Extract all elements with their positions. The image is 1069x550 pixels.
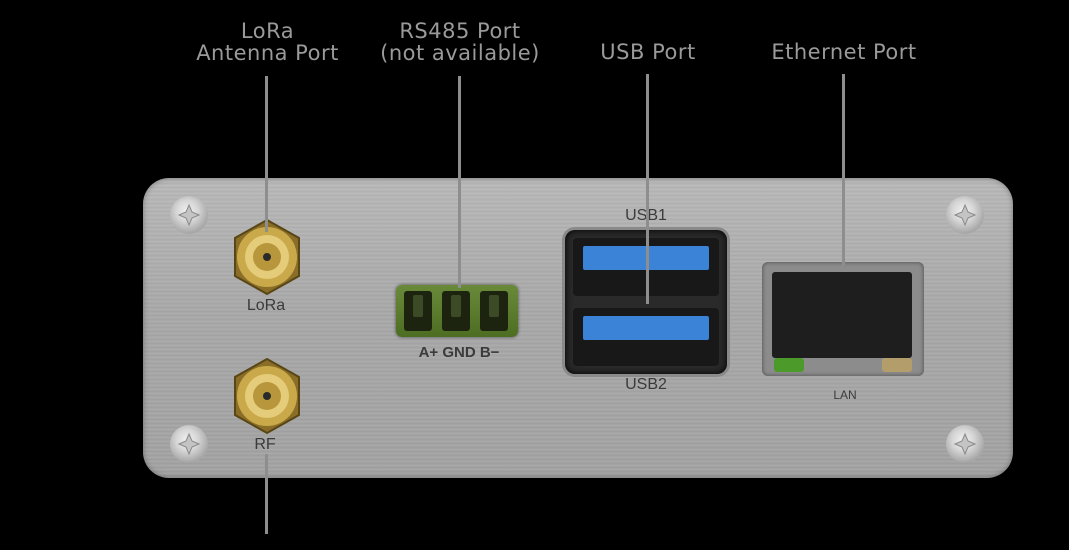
- screw-top-right: [946, 196, 984, 234]
- rs485-terminal-block: [396, 285, 518, 337]
- rj45-socket: [772, 272, 912, 358]
- callout-line-2: Antenna Port: [196, 41, 339, 65]
- usb1-label: USB1: [610, 207, 682, 225]
- usb-port-callout: USB Port: [580, 41, 716, 63]
- rf-label: RF: [254, 436, 276, 453]
- lora-antenna-connector: [228, 218, 306, 296]
- rf-leader-line: [265, 454, 268, 534]
- rs485-pin-labels: A+ GND B−: [418, 344, 500, 361]
- callout-line-1: USB Port: [600, 40, 696, 64]
- terminal-pin-b: [480, 291, 508, 331]
- callout-line-1: RS485 Port: [399, 19, 521, 43]
- screw-top-left: [170, 196, 208, 234]
- lora-label: LoRa: [246, 297, 286, 314]
- ethernet-port: [762, 262, 924, 376]
- screw-bottom-left: [170, 425, 208, 463]
- rs485-port-callout: RS485 Port (not available): [370, 20, 550, 64]
- ethernet-port-callout: Ethernet Port: [755, 41, 933, 63]
- activity-led-amber: [882, 358, 912, 372]
- terminal-pin-gnd: [442, 291, 470, 331]
- usb2-label: USB2: [625, 376, 667, 393]
- usb-leader-line: [646, 74, 649, 304]
- ethernet-leader-line: [842, 74, 845, 266]
- terminal-pin-a: [404, 291, 432, 331]
- lora-leader-line: [265, 76, 268, 232]
- callout-line-2: (not available): [380, 41, 540, 65]
- rs485-leader-line: [458, 76, 461, 288]
- usb2-tongue: [583, 316, 709, 340]
- lora-antenna-port-callout: LoRa Antenna Port: [190, 20, 345, 64]
- callout-line-1: LoRa: [240, 19, 295, 43]
- usb2-port: [573, 308, 719, 366]
- lan-label: LAN: [833, 388, 857, 402]
- link-led-green: [774, 358, 804, 372]
- rf-antenna-connector: [228, 357, 306, 435]
- callout-line-1: Ethernet Port: [771, 40, 917, 64]
- screw-bottom-right: [946, 425, 984, 463]
